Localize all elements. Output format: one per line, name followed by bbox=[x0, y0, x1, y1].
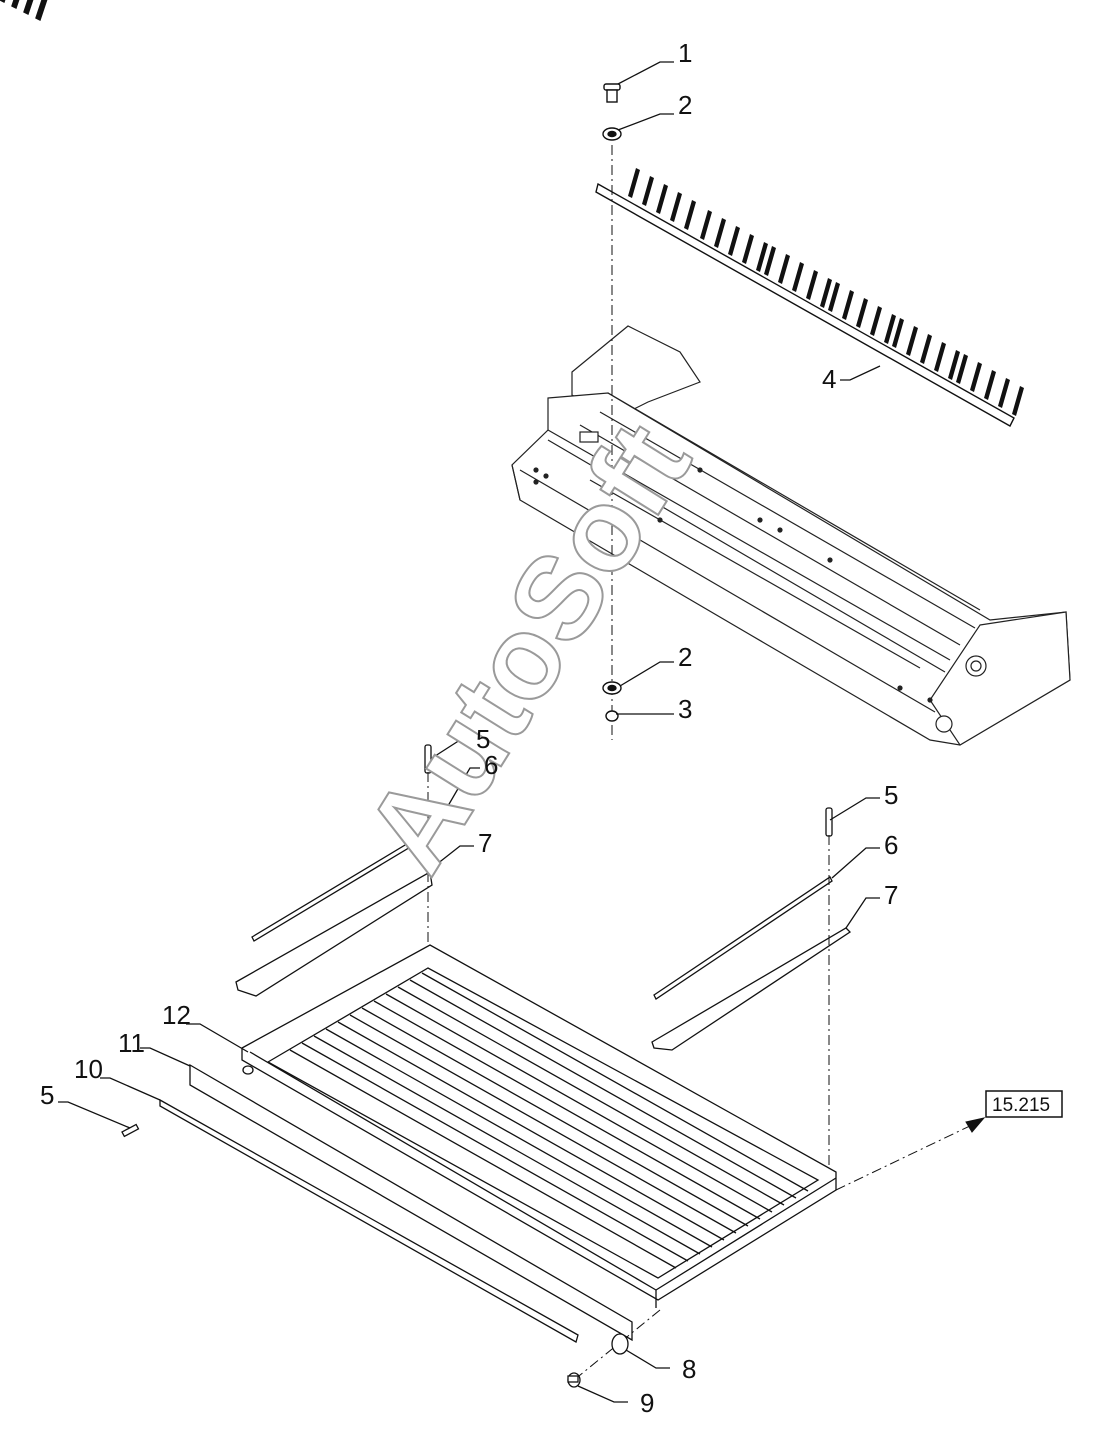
callout-7-left: 7 bbox=[478, 828, 492, 858]
callout-labels: 1 2 4 2 3 5 6 7 5 6 7 12 11 10 5 8 9 bbox=[40, 38, 898, 1418]
callout-1: 1 bbox=[678, 38, 692, 68]
callout-12: 12 bbox=[162, 1000, 191, 1030]
callout-2-bottom: 2 bbox=[678, 642, 692, 672]
callout-10: 10 bbox=[74, 1054, 103, 1084]
tine-groups bbox=[628, 168, 1024, 416]
callout-5-left: 5 bbox=[476, 724, 490, 754]
reference-box: 15.215 bbox=[985, 1090, 1063, 1118]
callout-11: 11 bbox=[118, 1028, 145, 1058]
callout-4: 4 bbox=[822, 364, 836, 394]
callout-7-right: 7 bbox=[884, 880, 898, 910]
front-strips bbox=[121, 1063, 633, 1343]
callout-5-right: 5 bbox=[884, 780, 898, 810]
bottom-fasteners bbox=[567, 1309, 661, 1388]
tine-bar-part bbox=[0, 0, 1015, 427]
callout-9: 9 bbox=[640, 1388, 654, 1418]
callout-3: 3 bbox=[678, 694, 692, 724]
callout-6-right: 6 bbox=[884, 830, 898, 860]
header-frame bbox=[511, 325, 1071, 746]
callout-8: 8 bbox=[682, 1354, 696, 1384]
floor-pan bbox=[241, 944, 837, 1308]
side-strips bbox=[235, 744, 852, 1170]
callout-5-front: 5 bbox=[40, 1080, 54, 1110]
callout-6-left: 6 bbox=[484, 750, 498, 780]
fastener-stack bbox=[602, 83, 622, 740]
reference-arrow bbox=[835, 1117, 986, 1191]
reference-label: 15.215 bbox=[992, 1095, 1050, 1116]
leader-lines bbox=[58, 61, 881, 1403]
callout-2-top: 2 bbox=[678, 90, 692, 120]
